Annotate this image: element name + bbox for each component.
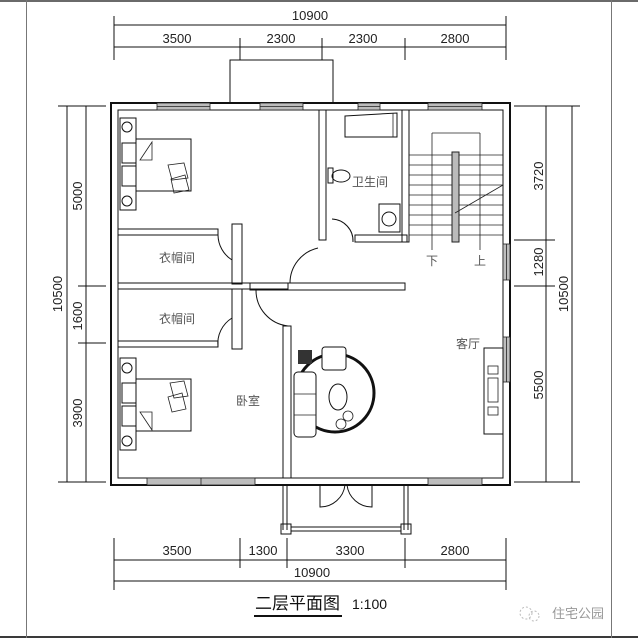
closet-lower-label: 衣帽间	[159, 311, 195, 326]
exterior-walls	[110, 102, 511, 486]
bottom-total-dimension: 10900	[294, 565, 330, 580]
top-dimension-4: 2800	[441, 31, 470, 46]
bottom-dimension-4: 2800	[441, 543, 470, 558]
top-dimension-line: 10900 3500 2300 2300 2800	[113, 8, 507, 60]
bottom-balcony	[280, 485, 412, 535]
top-total-dimension: 10900	[292, 8, 328, 23]
staircase: 下 上	[409, 132, 504, 268]
top-dimension-1: 3500	[163, 31, 192, 46]
bottom-dimension-1: 3500	[163, 543, 192, 558]
stair-down-label: 下	[426, 254, 438, 268]
bed-upper	[119, 117, 192, 211]
bedroom-label: 卧室	[236, 393, 260, 408]
closet-upper-label: 衣帽间	[159, 250, 195, 265]
bed-lower	[119, 357, 192, 451]
stair-up-label: 上	[474, 254, 486, 268]
wechat-icon	[519, 606, 540, 622]
tv-cabinet	[483, 347, 504, 435]
top-balcony	[229, 59, 334, 103]
watermark-text: 住宅公园	[552, 607, 604, 622]
top-dimension-2: 2300	[267, 31, 296, 46]
right-windows	[502, 243, 511, 383]
bathroom-label: 卫生间	[352, 175, 388, 189]
top-windows	[156, 102, 483, 111]
left-dimension-1: 5000	[70, 182, 85, 211]
frame-right-border	[611, 0, 612, 638]
right-dimension-2: 1280	[531, 248, 546, 277]
left-dimension-2: 1600	[70, 302, 85, 331]
bottom-windows	[146, 477, 483, 486]
top-dimension-3: 2300	[349, 31, 378, 46]
bottom-dimension-2: 1300	[249, 543, 278, 558]
bathroom-fixtures	[327, 112, 401, 233]
plan-title: 二层平面图 1:100	[254, 594, 387, 617]
left-total-dimension: 10500	[50, 276, 65, 312]
sofa-set	[293, 346, 376, 438]
bottom-dimension-3: 3300	[336, 543, 365, 558]
living-room-label: 客厅	[456, 336, 480, 351]
bottom-dimension-line: 3500 1300 3300 2800 10900	[113, 538, 507, 590]
frame-left-border	[26, 0, 27, 638]
doors	[217, 218, 373, 508]
left-dimension-3: 3900	[70, 399, 85, 428]
plan-title-text: 二层平面图	[255, 594, 340, 614]
interior-walls	[117, 109, 410, 479]
bathtub-icon	[344, 112, 398, 138]
right-total-dimension: 10500	[556, 276, 571, 312]
frame-top-border	[0, 0, 638, 2]
right-dimension-3: 5500	[531, 371, 546, 400]
frame-bottom-border	[0, 636, 638, 638]
watermark: 住宅公园	[519, 606, 604, 622]
plan-scale: 1:100	[352, 596, 387, 612]
sink-icon	[378, 203, 401, 233]
right-dimension-line: 3720 1280 5500 10500	[514, 105, 580, 483]
left-dimension-line: 5000 1600 3900 10500	[50, 105, 106, 483]
right-dimension-1: 3720	[531, 162, 546, 191]
toilet-icon	[327, 167, 334, 184]
